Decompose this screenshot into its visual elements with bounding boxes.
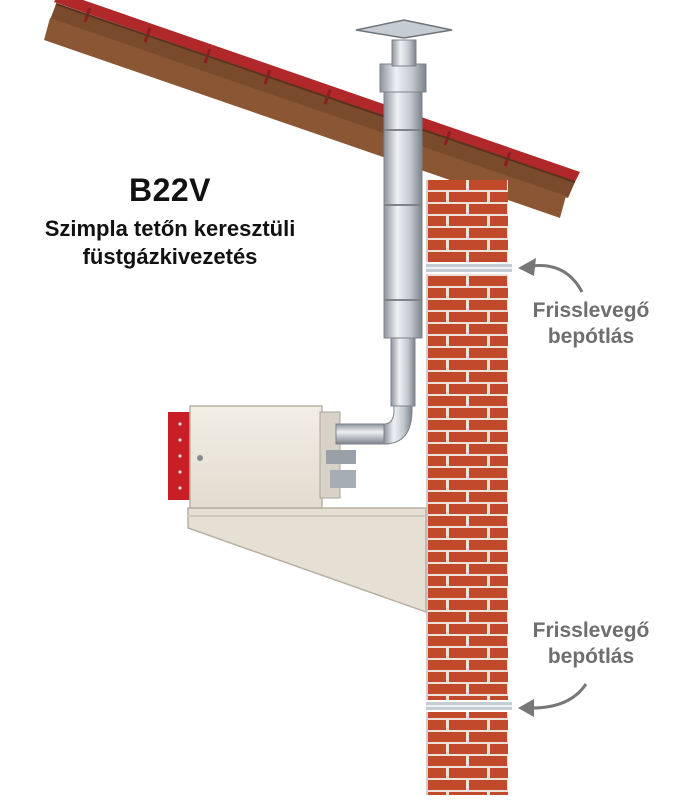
diagram-subtitle-line1: Szimpla tetőn keresztüli — [44, 216, 296, 241]
boiler-unit — [168, 405, 356, 509]
annotation-upper: Frisslevegő bepótlás — [516, 298, 666, 350]
wall-bracket — [187, 507, 427, 614]
roof — [44, 0, 580, 218]
flue-pipe — [335, 19, 453, 445]
annotation-lower-line2: bepótlás — [547, 645, 635, 668]
roof-tiles — [54, 0, 580, 182]
roof-board — [50, 4, 575, 198]
diagram-subtitle-line2: füstgázkivezetés — [82, 244, 258, 269]
annotation-lower-line1: Frisslevegő — [532, 619, 650, 642]
annotation-lower: Frisslevegő bepótlás — [516, 618, 666, 670]
annotation-upper-line1: Frisslevegő — [532, 299, 650, 322]
air-inlet-lower — [426, 700, 512, 712]
diagram-title: B22V — [128, 172, 212, 208]
arrow-lower — [518, 683, 588, 717]
annotation-upper-line2: bepótlás — [547, 325, 635, 348]
brick-wall — [426, 180, 508, 795]
arrow-upper — [518, 258, 584, 293]
flue-cap — [355, 19, 453, 39]
air-inlet-upper — [426, 262, 512, 274]
